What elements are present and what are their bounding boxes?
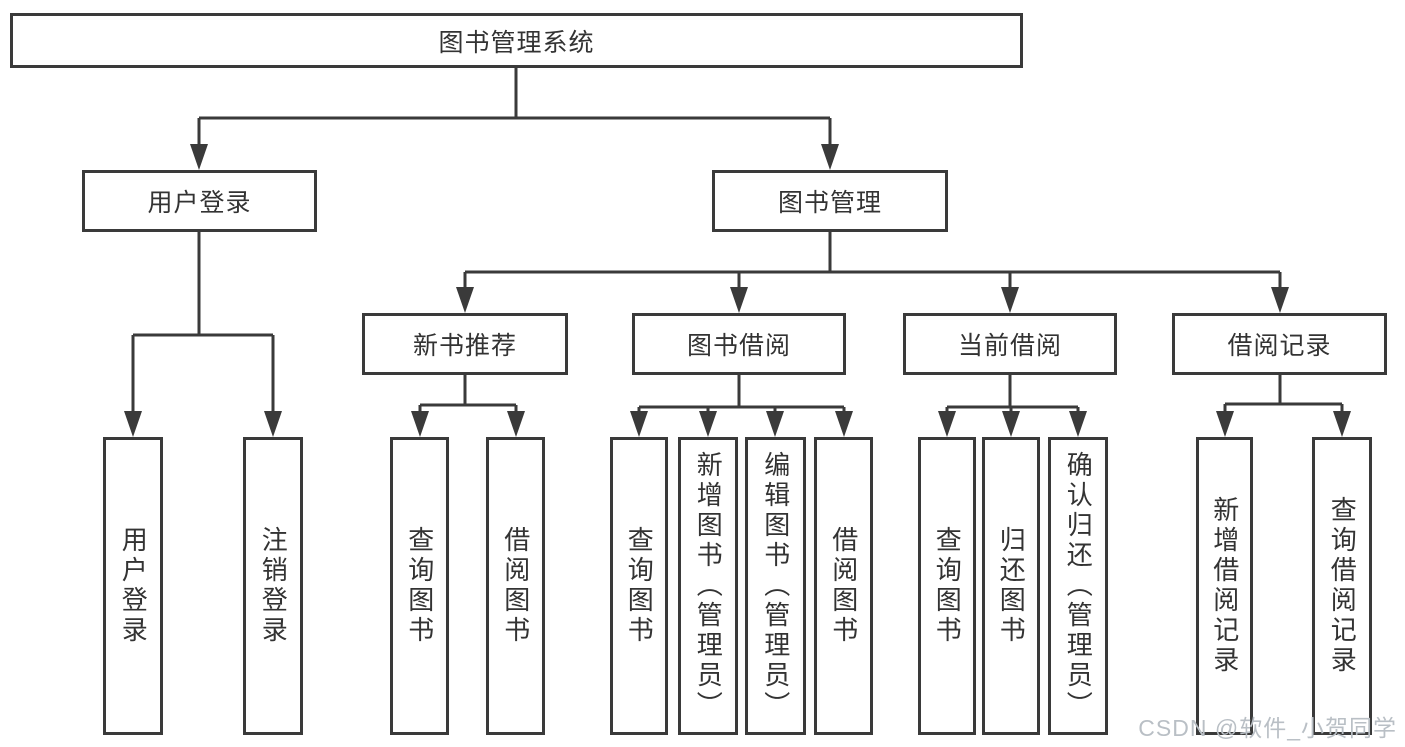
- leaf-query-books-borrow: 查询图书: [610, 437, 668, 735]
- leaf-label: 新增图书（管理员）: [693, 451, 724, 721]
- node-root-system: 图书管理系统: [10, 13, 1023, 68]
- connector-book-borrow: [637, 375, 846, 414]
- arrowhead: [766, 411, 784, 437]
- arrowhead: [190, 144, 208, 170]
- arrowhead: [264, 411, 282, 437]
- leaf-label: 新增借阅记录: [1209, 496, 1240, 676]
- leaf-borrow-books-recommend: 借阅图书: [486, 437, 545, 735]
- leaf-user-login: 用户登录: [103, 437, 163, 735]
- arrowhead: [821, 144, 839, 170]
- arrowhead: [456, 287, 474, 313]
- leaf-label: 编辑图书（管理员）: [760, 451, 791, 721]
- node-user-login: 用户登录: [82, 170, 317, 232]
- arrowhead: [124, 411, 142, 437]
- arrowhead: [630, 411, 648, 437]
- arrowhead: [1002, 411, 1020, 437]
- arrowhead: [699, 411, 717, 437]
- csdn-watermark: CSDN @软件_小贺同学: [1138, 715, 1397, 741]
- leaf-query-books-current: 查询图书: [918, 437, 976, 735]
- node-borrow-records: 借阅记录: [1172, 313, 1387, 375]
- leaf-label: 查询借阅记录: [1327, 496, 1358, 676]
- leaf-query-borrow-record: 查询借阅记录: [1312, 437, 1372, 735]
- arrowhead: [1333, 411, 1351, 437]
- leaf-label: 查询图书: [404, 526, 435, 646]
- connector-current-borrow: [945, 375, 1080, 414]
- arrowhead: [730, 287, 748, 313]
- node-book-borrow: 图书借阅: [632, 313, 846, 375]
- leaf-return-books: 归还图书: [982, 437, 1040, 735]
- leaf-borrow-books: 借阅图书: [814, 437, 873, 735]
- leaf-label: 查询图书: [932, 526, 963, 646]
- arrowhead: [411, 411, 429, 437]
- arrowhead: [1001, 287, 1019, 313]
- connector-root: [197, 68, 832, 146]
- connector-borrow-records: [1223, 375, 1344, 414]
- node-current-borrow: 当前借阅: [903, 313, 1117, 375]
- leaf-label: 查询图书: [624, 526, 655, 646]
- connector-user-login: [131, 232, 275, 413]
- leaf-logout: 注销登录: [243, 437, 303, 735]
- leaf-edit-books-admin: 编辑图书（管理员）: [745, 437, 806, 735]
- connector-new-book: [418, 375, 518, 414]
- connector-book-management: [463, 232, 1282, 289]
- leaf-add-borrow-record: 新增借阅记录: [1196, 437, 1253, 735]
- leaf-label: 注销登录: [258, 526, 289, 646]
- leaf-query-books-recommend: 查询图书: [390, 437, 449, 735]
- arrowhead: [938, 411, 956, 437]
- arrowhead: [1271, 287, 1289, 313]
- leaf-confirm-return-admin: 确认归还（管理员）: [1048, 437, 1108, 735]
- node-new-book-recommend: 新书推荐: [362, 313, 568, 375]
- leaf-label: 归还图书: [996, 526, 1027, 646]
- arrowhead: [507, 411, 525, 437]
- leaf-add-books-admin: 新增图书（管理员）: [678, 437, 738, 735]
- leaf-label: 确认归还（管理员）: [1063, 451, 1094, 721]
- leaf-label: 借阅图书: [828, 526, 859, 646]
- arrowhead: [1069, 411, 1087, 437]
- node-book-management: 图书管理: [712, 170, 948, 232]
- arrowhead: [1216, 411, 1234, 437]
- arrowhead: [835, 411, 853, 437]
- leaf-label: 借阅图书: [500, 526, 531, 646]
- leaf-label: 用户登录: [118, 526, 149, 646]
